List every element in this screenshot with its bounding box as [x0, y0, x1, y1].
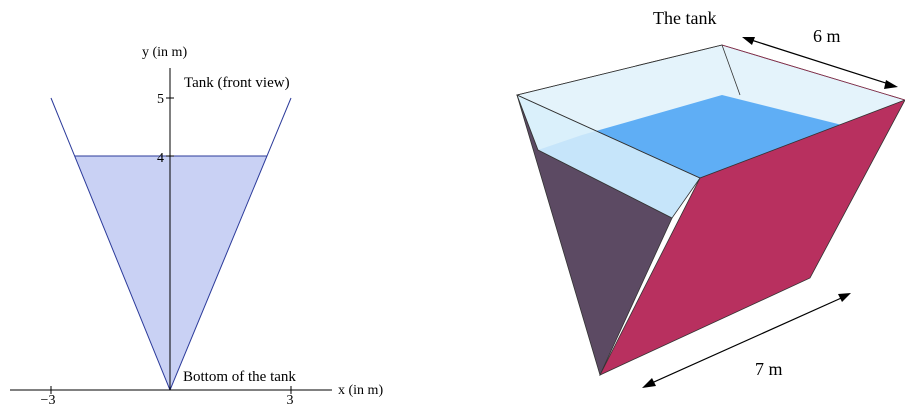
- x-tick-label-neg3: −3: [41, 393, 56, 408]
- tank-rim-front: [516, 94, 701, 179]
- length-arrowhead-end: [884, 80, 898, 89]
- right-tank-wall: [169, 97, 292, 391]
- tank-rim-back-left: [516, 44, 723, 96]
- y-axis-label: y (in m): [142, 45, 187, 60]
- y-tick-label-5: 5: [157, 92, 164, 107]
- depth-arrowhead-end: [838, 293, 851, 302]
- y-tick-label-4: 4: [157, 151, 164, 166]
- front-view-diagram: −3 3 4 5 y (in m) x (in m) Tank (front v…: [10, 45, 383, 408]
- left-tank-wall: [50, 97, 171, 391]
- length-arrowhead-start: [742, 37, 755, 45]
- depth-label: 7 m: [755, 359, 783, 379]
- water-fill: [75, 156, 267, 390]
- front-view-title: Tank (front view): [184, 75, 290, 91]
- length-label: 6 m: [813, 26, 841, 46]
- tank-rim-back-right: [721, 44, 905, 101]
- tank-3d-diagram: The tank 6 m 7 m: [516, 8, 905, 388]
- tank-right-wall: [599, 99, 905, 376]
- tank-back-corner: [721, 44, 741, 96]
- depth-arrowhead-start: [642, 378, 656, 388]
- bottom-of-tank-label: Bottom of the tank: [183, 369, 296, 385]
- x-tick-label-pos3: 3: [287, 393, 294, 408]
- x-axis-label: x (in m): [338, 383, 383, 398]
- depth-dimension-arrow: [644, 294, 849, 387]
- tank-3d-title: The tank: [653, 8, 716, 28]
- length-dimension-arrow: [744, 37, 896, 87]
